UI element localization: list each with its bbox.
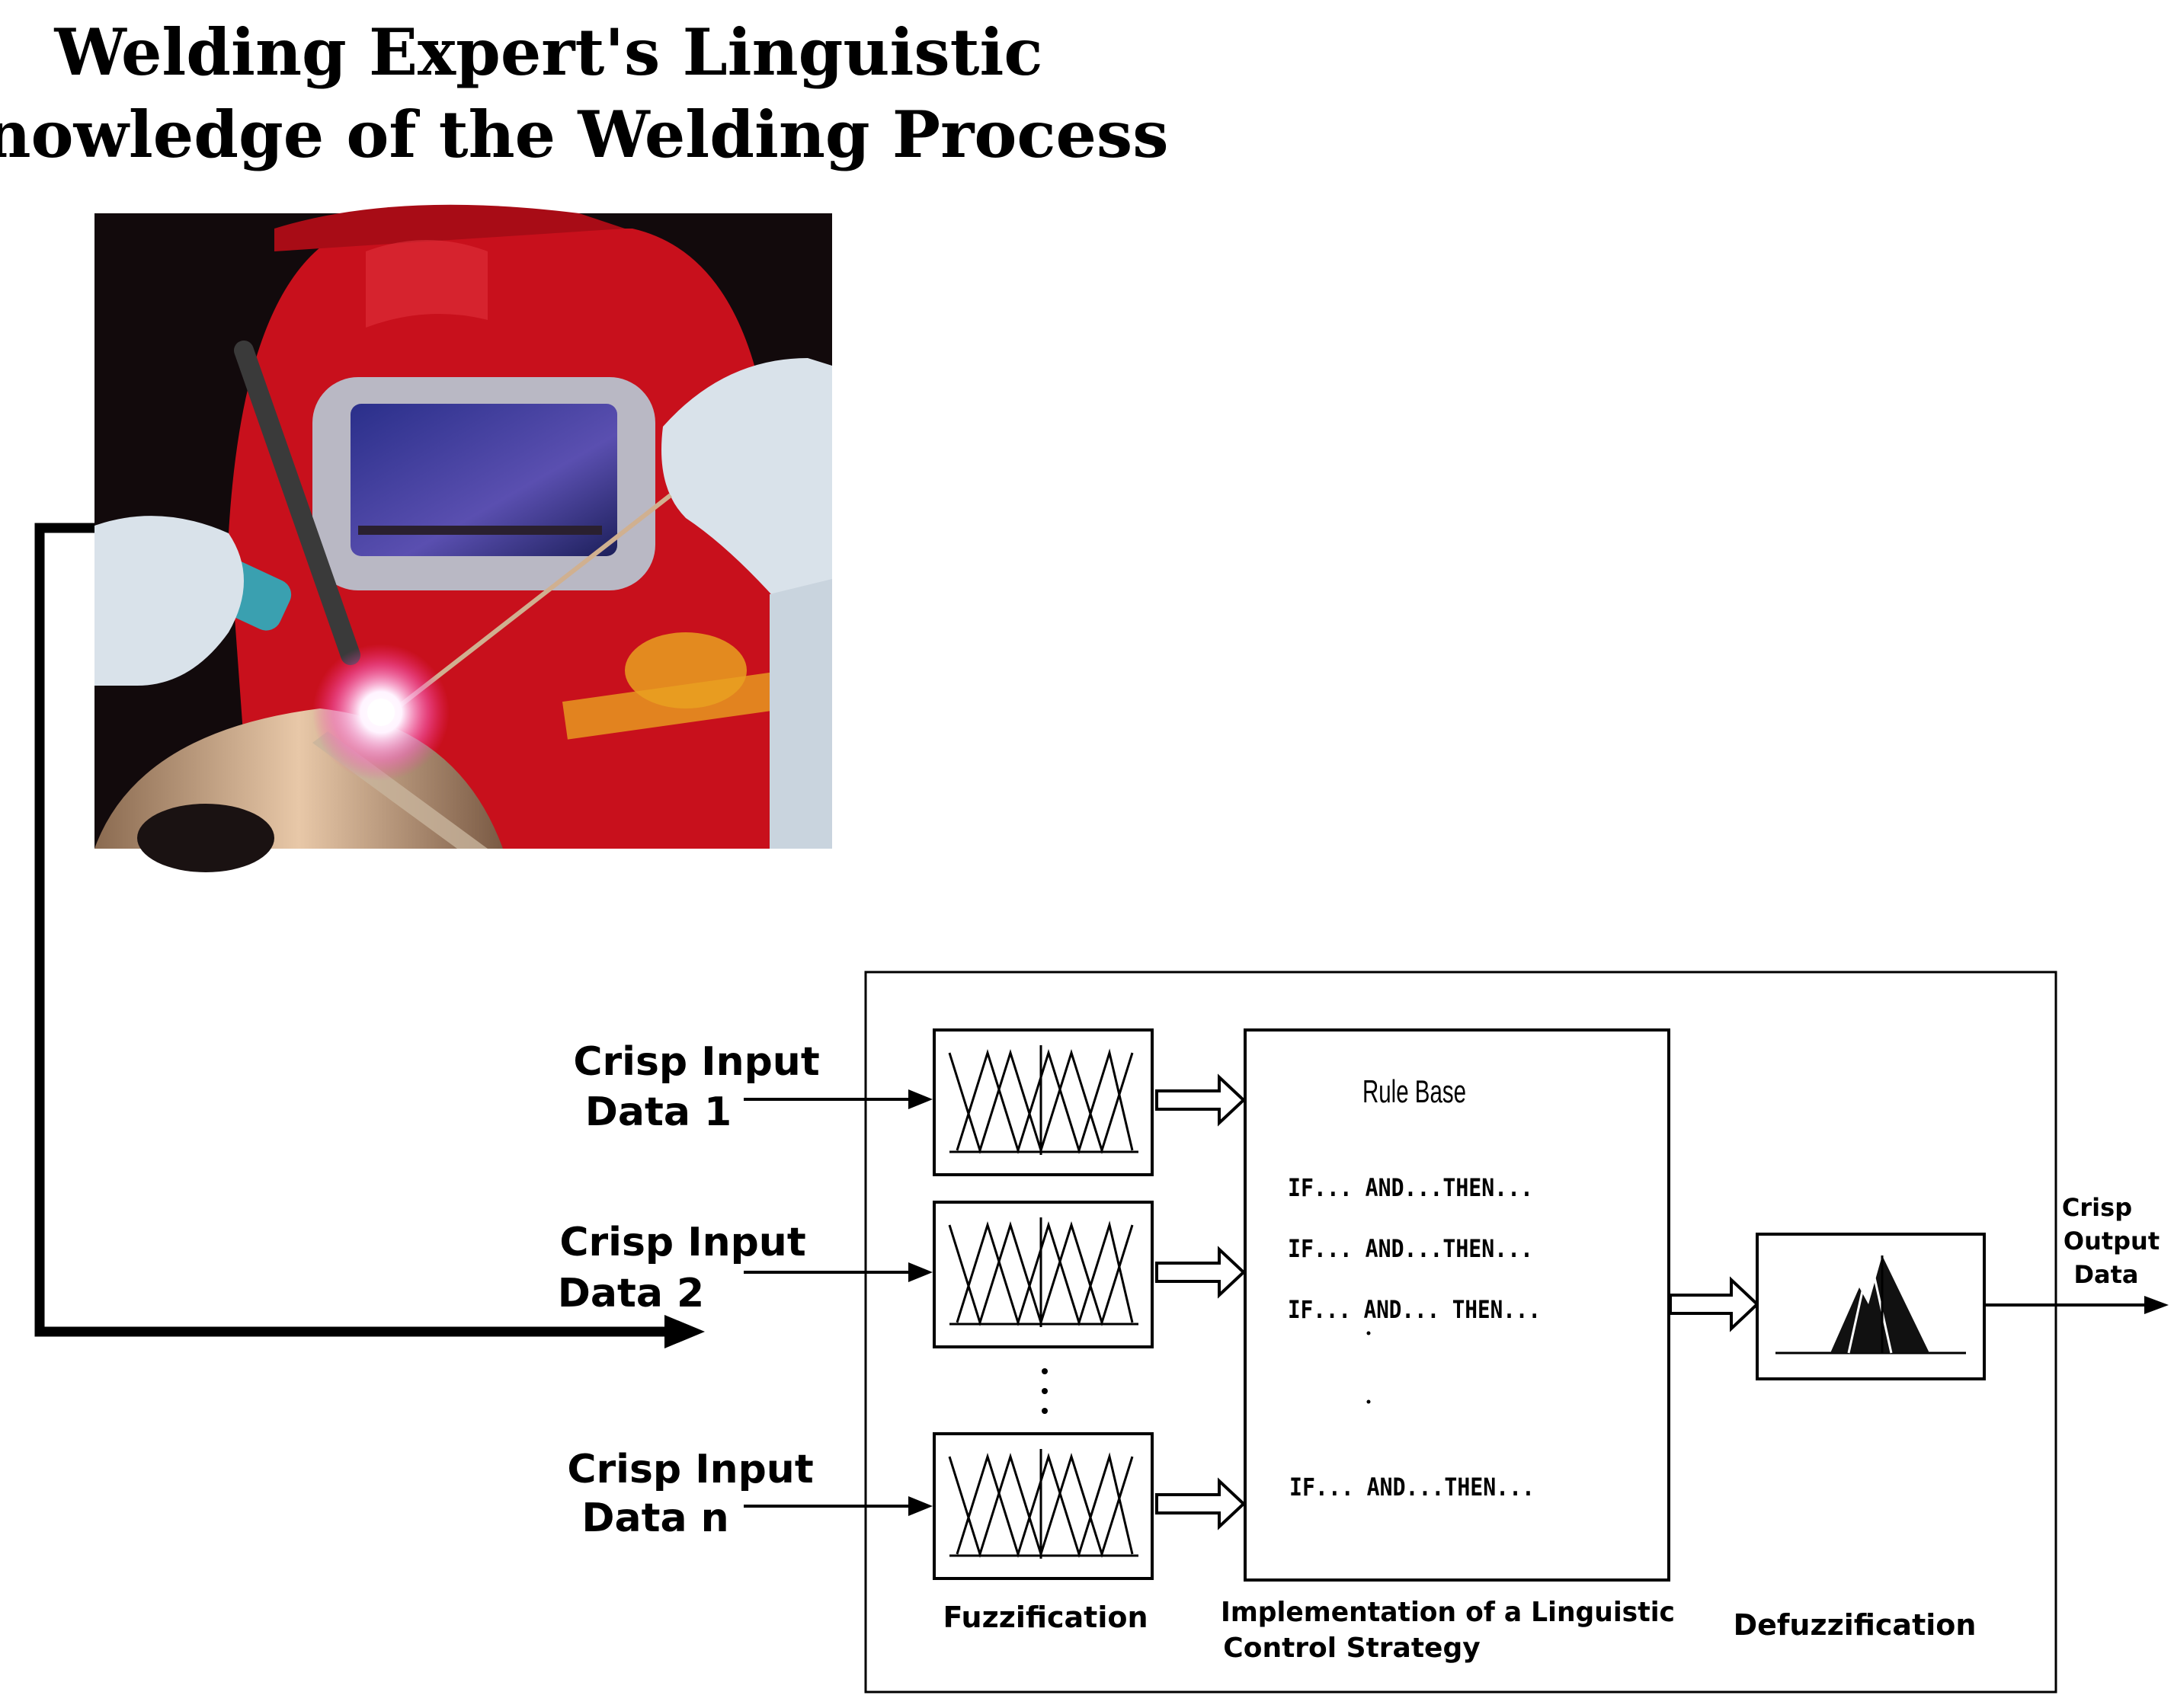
input-arrow-2 <box>744 1262 933 1282</box>
rule-base-title: Rule Base <box>1362 1073 1466 1109</box>
rule-dot-2 <box>1366 1399 1371 1404</box>
fuzzifier-n <box>933 1432 1154 1580</box>
output-label-line3: Data <box>2073 1260 2138 1289</box>
implementation-label-line1: Implementation of a Linguistic <box>1221 1597 1675 1628</box>
expert-knowledge-connector <box>34 523 705 1348</box>
rule-1: IF... AND...THEN... <box>1288 1173 1533 1202</box>
input-label-1-line1: Crisp Input <box>573 1039 819 1085</box>
rule-3: IF... AND... THEN... <box>1288 1295 1541 1324</box>
rule-2: IF... AND...THEN... <box>1288 1234 1533 1263</box>
input-arrow-n <box>744 1496 933 1516</box>
fuzzifier-1 <box>933 1028 1154 1176</box>
input-label-1-line2: Data 1 <box>585 1089 732 1135</box>
hollow-arrow-n <box>1155 1477 1246 1530</box>
rule-dot-1 <box>1366 1331 1371 1335</box>
fuzzification-label: Fuzzification <box>943 1601 1148 1634</box>
fuzzy-controller-frame <box>864 971 2057 1694</box>
hollow-arrow-defuzz <box>1669 1276 1759 1332</box>
input-arrow-1 <box>744 1089 933 1109</box>
fuzzifier-2 <box>933 1201 1154 1348</box>
hollow-arrow-1 <box>1155 1073 1246 1127</box>
input-label-n-line2: Data n <box>581 1495 728 1541</box>
output-label-line2: Output <box>2064 1227 2160 1255</box>
ellipsis-dots <box>1042 1368 1048 1414</box>
rule-4: IF... AND...THEN... <box>1289 1473 1535 1502</box>
input-label-2-line2: Data 2 <box>558 1271 705 1316</box>
title-line-2: Knowledge of the Welding Process <box>0 97 1169 172</box>
input-label-2-line1: Crisp Input <box>559 1220 805 1265</box>
defuzzifier <box>1756 1233 1986 1380</box>
title-line-1: Welding Expert's Linguistic <box>53 14 1042 90</box>
hollow-arrow-2 <box>1155 1246 1246 1299</box>
defuzzification-label: Defuzzification <box>1734 1608 1977 1642</box>
welder-photo <box>94 204 832 872</box>
output-arrow <box>1984 1296 2169 1314</box>
implementation-label-line2: Control Strategy <box>1223 1633 1480 1664</box>
input-label-n-line1: Crisp Input <box>567 1447 813 1492</box>
rule-base-box <box>1244 1028 1670 1582</box>
output-label-line1: Crisp <box>2062 1193 2132 1222</box>
